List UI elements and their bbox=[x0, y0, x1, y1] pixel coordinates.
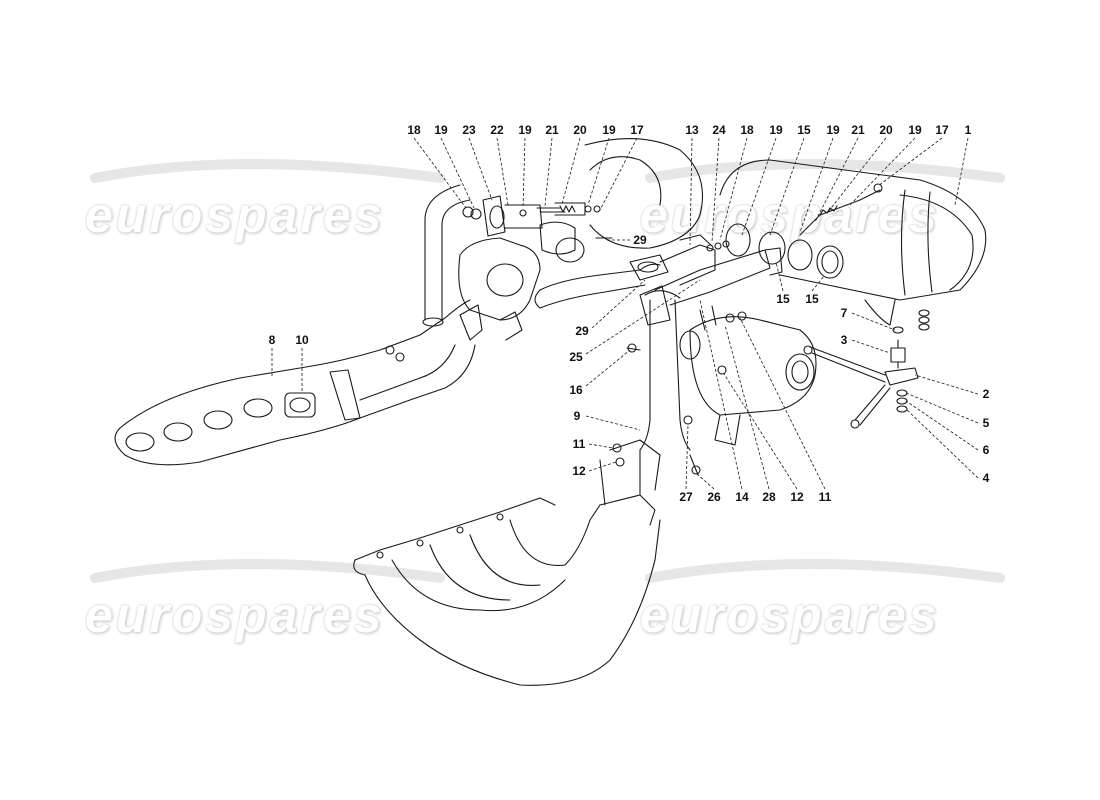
callout-18: 18 bbox=[407, 123, 421, 137]
callout-16: 16 bbox=[569, 383, 583, 397]
callout-29: 29 bbox=[633, 233, 647, 247]
right-exhaust-manifold bbox=[353, 439, 661, 686]
callout-20: 20 bbox=[879, 123, 893, 137]
right-turbocharger bbox=[679, 305, 817, 446]
callout-25: 25 bbox=[569, 350, 583, 364]
callout-10: 10 bbox=[295, 333, 309, 347]
callout-19: 19 bbox=[769, 123, 783, 137]
callout-19: 19 bbox=[518, 123, 532, 137]
watermark-logo: eurospares bbox=[85, 587, 385, 643]
callout-21: 21 bbox=[851, 123, 865, 137]
callout-19: 19 bbox=[908, 123, 922, 137]
rear-muffler bbox=[719, 159, 987, 326]
watermark-logo: eurospares bbox=[640, 187, 940, 243]
mount-hardware bbox=[803, 309, 930, 429]
callout-19: 19 bbox=[434, 123, 448, 137]
callout-1: 1 bbox=[964, 123, 972, 137]
callout-29: 29 bbox=[575, 324, 589, 338]
callout-20: 20 bbox=[573, 123, 587, 137]
callout-18: 18 bbox=[740, 123, 754, 137]
callout-15: 15 bbox=[797, 123, 811, 137]
callout-27: 27 bbox=[679, 490, 693, 504]
callout-12: 12 bbox=[572, 464, 586, 478]
leader-lines bbox=[271, 137, 979, 490]
callout-26: 26 bbox=[707, 490, 721, 504]
left-exhaust-manifold bbox=[114, 184, 483, 466]
callout-12: 12 bbox=[790, 490, 804, 504]
callout-15: 15 bbox=[805, 292, 819, 306]
right-downpipe bbox=[639, 285, 691, 451]
callout-8: 8 bbox=[268, 333, 276, 347]
watermark-logo: eurospares bbox=[640, 587, 940, 643]
callout-5: 5 bbox=[982, 416, 990, 430]
callout-23: 23 bbox=[462, 123, 476, 137]
callout-7: 7 bbox=[840, 306, 848, 320]
callout-6: 6 bbox=[982, 443, 990, 457]
callout-19: 19 bbox=[826, 123, 840, 137]
left-turbocharger bbox=[458, 138, 704, 341]
upper-left-flange-set bbox=[462, 195, 613, 263]
callout-17: 17 bbox=[630, 123, 644, 137]
callout-19: 19 bbox=[602, 123, 616, 137]
callout-2: 2 bbox=[982, 387, 990, 401]
callout-22: 22 bbox=[490, 123, 504, 137]
callout-17: 17 bbox=[935, 123, 949, 137]
callout-11: 11 bbox=[818, 490, 832, 504]
watermark-logo: eurospares bbox=[85, 187, 385, 243]
callout-3: 3 bbox=[840, 333, 848, 347]
fasteners bbox=[612, 343, 727, 476]
callout-24: 24 bbox=[712, 123, 726, 137]
callout-14: 14 bbox=[735, 490, 749, 504]
callout-9: 9 bbox=[573, 409, 581, 423]
callout-11: 11 bbox=[572, 437, 586, 451]
callout-13: 13 bbox=[685, 123, 699, 137]
callout-15: 15 bbox=[776, 292, 790, 306]
callout-28: 28 bbox=[762, 490, 776, 504]
callout-21: 21 bbox=[545, 123, 559, 137]
callout-4: 4 bbox=[982, 471, 990, 485]
